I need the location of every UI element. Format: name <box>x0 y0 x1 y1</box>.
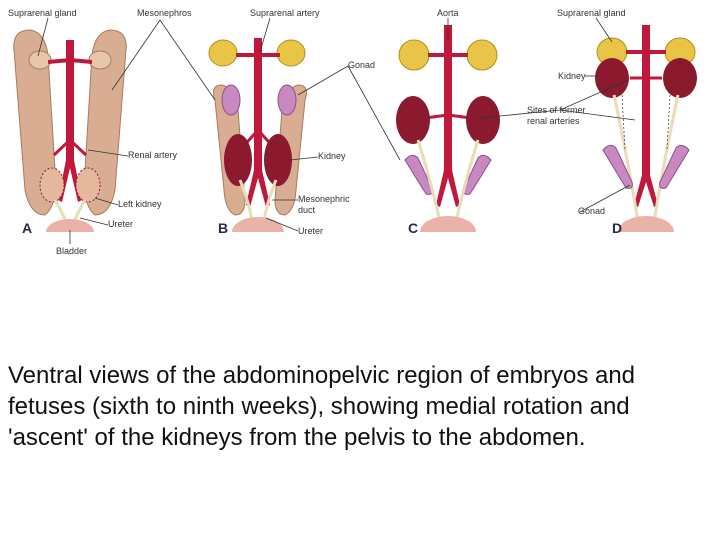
label-mesonephric-duct-line2: duct <box>298 205 316 215</box>
kidney-left <box>39 167 65 203</box>
label-sites-former-renal-arteries: Sites of former <box>527 105 586 115</box>
kidney-right <box>466 96 500 144</box>
panel-letter-b: B <box>218 220 228 236</box>
label-aorta: Aorta <box>437 8 459 18</box>
kidney-right <box>75 167 101 203</box>
label-kidney: Kidney <box>558 71 586 81</box>
label-suprarenal-gland: Suprarenal gland <box>8 8 77 18</box>
label-gonad: Gonad <box>348 60 375 70</box>
suprarenal-gland-left <box>28 50 52 70</box>
label-renal-artery: Renal artery <box>128 150 178 160</box>
label-ureter: Ureter <box>108 219 133 229</box>
suprarenal-gland-right <box>466 39 498 71</box>
label-suprarenal-artery: Suprarenal artery <box>250 8 320 18</box>
panel-letter-d: D <box>612 220 622 236</box>
suprarenal-gland-right <box>276 39 306 67</box>
kidney-right <box>264 134 292 186</box>
label-kidney: Kidney <box>318 151 346 161</box>
aorta <box>246 38 270 207</box>
gonad-right <box>277 84 297 116</box>
kidney-left <box>396 96 430 144</box>
label-bladder: Bladder <box>56 246 87 256</box>
panel-letter-a: A <box>22 220 32 236</box>
kidney-right <box>663 58 697 98</box>
leader-lines <box>37 17 636 244</box>
label-sites-former-renal-arteries-line2: renal arteries <box>527 116 580 126</box>
aorta <box>634 25 658 207</box>
label-left-kidney: Left kidney <box>118 199 162 209</box>
gonad-right <box>659 144 690 189</box>
suprarenal-gland-left <box>208 39 238 67</box>
label-mesonephros: Mesonephros <box>137 8 192 18</box>
label-gonad: Gonad <box>578 206 605 216</box>
figure-caption: Ventral views of the abdominopelvic regi… <box>8 362 636 451</box>
panel-b <box>208 38 307 248</box>
labels: Suprarenal gland Mesonephros Suprarenal … <box>8 8 626 256</box>
panel-letters: A B C D <box>22 220 622 236</box>
gonad-left <box>221 84 241 116</box>
panel-c <box>396 25 500 248</box>
panel-letter-c: C <box>408 220 418 236</box>
embryology-figure: Suprarenal gland Mesonephros Suprarenal … <box>8 8 697 256</box>
kidney-ascent-diagram: Suprarenal gland Mesonephros Suprarenal … <box>8 8 697 256</box>
panel-d <box>595 25 697 248</box>
label-mesonephric-duct: Mesonephric <box>298 194 350 204</box>
label-suprarenal-gland: Suprarenal gland <box>557 8 626 18</box>
suprarenal-gland-right <box>88 50 112 70</box>
panel-a <box>13 29 127 246</box>
aorta <box>58 40 82 202</box>
kidney-left <box>595 58 629 98</box>
kidney-left <box>224 134 252 186</box>
gonad-left <box>602 144 633 189</box>
suprarenal-gland-left <box>398 39 430 71</box>
label-ureter: Ureter <box>298 226 323 236</box>
